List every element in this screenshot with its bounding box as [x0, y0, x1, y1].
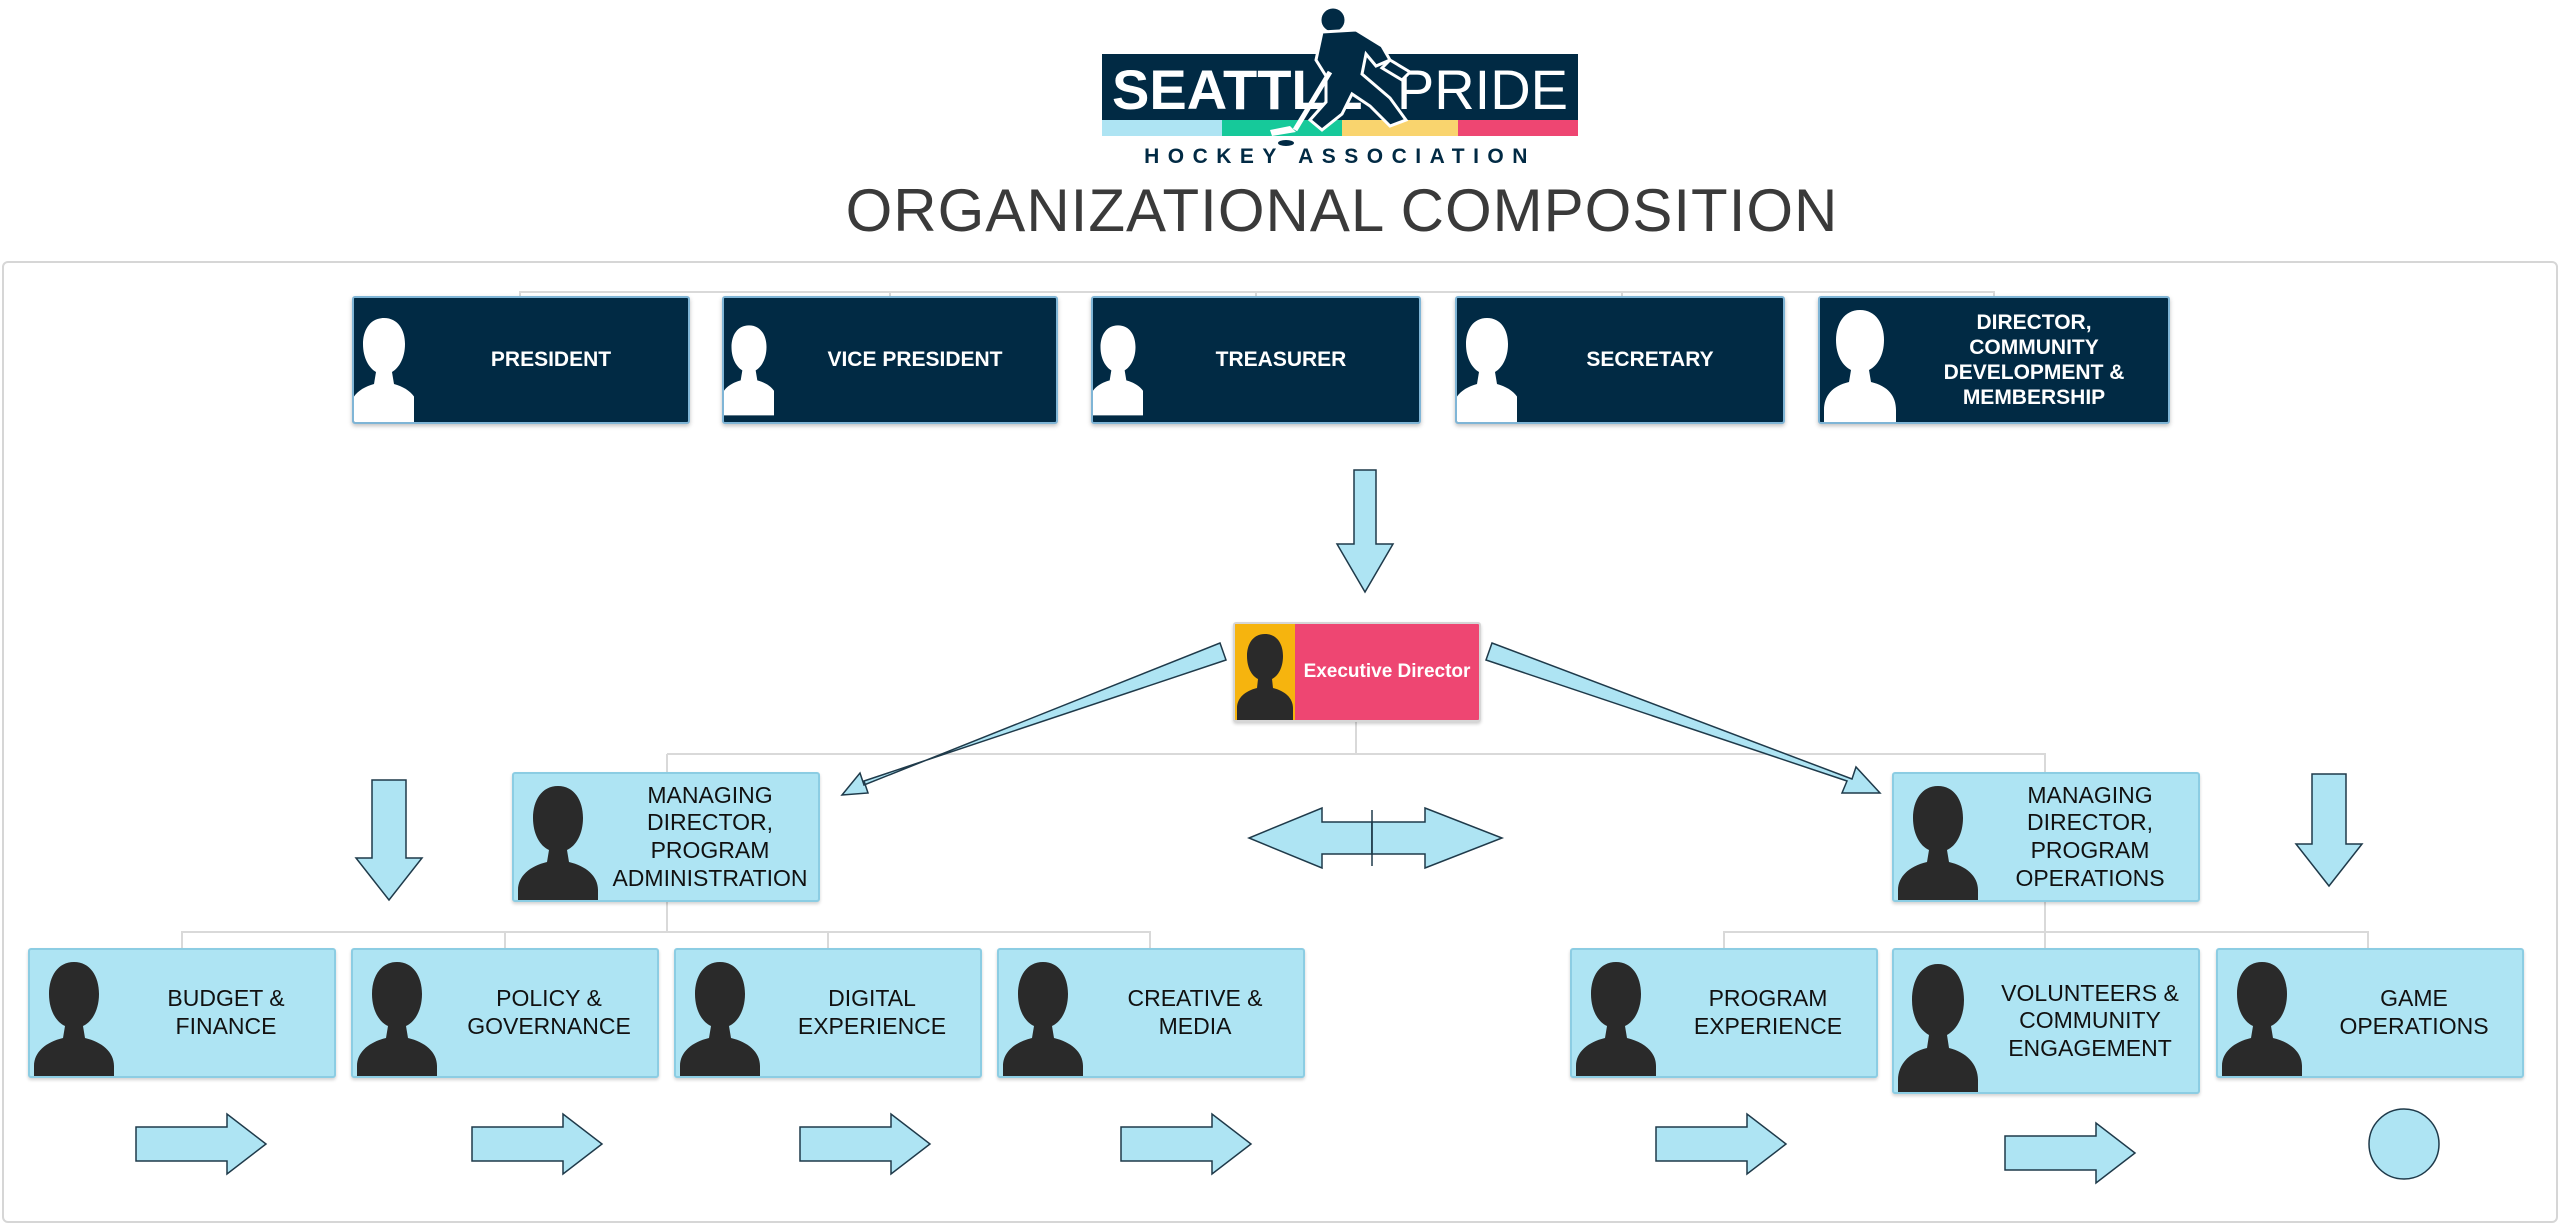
person-silhouette-icon: [30, 950, 118, 1076]
board-label: TREASURER: [1215, 348, 1347, 372]
executive-director-node[interactable]: Executive Director: [1233, 622, 1481, 722]
seattle-pride-logo: SEATTLE PRIDE HOCKEY ASSOCIATION: [1090, 2, 1590, 172]
person-silhouette-icon: [1235, 624, 1295, 720]
arrow-right-program: [1655, 1112, 1788, 1176]
board-label: PRESIDENT: [490, 348, 612, 372]
arrow-right-creative: [1120, 1112, 1253, 1176]
logo-subtitle: HOCKEY ASSOCIATION: [1144, 145, 1536, 168]
board-node-vice-president[interactable]: VICE PRESIDENT: [722, 296, 1058, 424]
person-silhouette-icon: [724, 298, 774, 422]
team-node-creative-media[interactable]: CREATIVE & MEDIA: [997, 948, 1305, 1078]
logo-word-pride: PRIDE: [1397, 58, 1568, 121]
board-node-president[interactable]: PRESIDENT: [352, 296, 690, 424]
person-silhouette-icon: [1093, 298, 1143, 422]
team-node-volunteers-community[interactable]: VOLUNTEERS & COMMUNITY ENGAGEMENT: [1892, 948, 2200, 1094]
arrow-exec-to-ops: [1485, 642, 1882, 794]
board-node-director-community[interactable]: DIRECTOR, COMMUNITY DEVELOPMENT & MEMBER…: [1818, 296, 2170, 424]
arrow-exec-to-admin: [840, 642, 1227, 796]
person-silhouette-icon: [999, 950, 1087, 1076]
board-label: VICE PRESIDENT: [827, 348, 1003, 372]
person-silhouette-icon: [353, 950, 441, 1076]
board-node-treasurer[interactable]: TREASURER: [1091, 296, 1421, 424]
team-label: CREATIVE & MEDIA: [1127, 985, 1263, 1039]
arrow-down-admin-side: [354, 779, 424, 902]
arrow-down-board-to-exec: [1335, 469, 1395, 594]
person-silhouette-icon: [1457, 298, 1517, 422]
team-node-game-operations[interactable]: GAME OPERATIONS: [2216, 948, 2524, 1078]
team-node-digital-experience[interactable]: DIGITAL EXPERIENCE: [674, 948, 982, 1078]
team-label: POLICY & GOVERNANCE: [467, 985, 631, 1039]
person-silhouette-icon: [354, 298, 414, 422]
person-silhouette-icon: [1894, 774, 1982, 900]
board-label: SECRETARY: [1586, 348, 1714, 372]
team-label: GAME OPERATIONS: [2339, 985, 2489, 1039]
managing-director-label: MANAGING DIRECTOR, PROGRAM OPERATIONS: [2015, 781, 2165, 891]
team-label: DIGITAL EXPERIENCE: [797, 985, 947, 1039]
team-node-budget-finance[interactable]: BUDGET & FINANCE: [28, 948, 336, 1078]
board-node-secretary[interactable]: SECRETARY: [1455, 296, 1785, 424]
team-label: PROGRAM EXPERIENCE: [1693, 985, 1843, 1039]
double-arrow-right: [1371, 806, 1505, 870]
team-node-program-experience[interactable]: PROGRAM EXPERIENCE: [1570, 948, 1878, 1078]
person-silhouette-icon: [676, 950, 764, 1076]
page-title: ORGANIZATIONAL COMPOSITION: [845, 177, 1839, 244]
hockey-player-icon: [1307, 5, 1413, 132]
board-label: DIRECTOR, COMMUNITY DEVELOPMENT & MEMBER…: [1943, 310, 2125, 410]
team-label: VOLUNTEERS & COMMUNITY ENGAGEMENT: [2001, 979, 2179, 1061]
tree-lines: [181, 291, 2369, 948]
arrow-right-digital: [799, 1112, 932, 1176]
arrow-right-policy: [471, 1112, 604, 1176]
executive-director-label: Executive Director: [1303, 660, 1471, 682]
arrow-right-budget: [135, 1112, 268, 1176]
person-silhouette-icon: [1820, 298, 1900, 422]
circle-shape-game-ops: [2368, 1108, 2440, 1180]
person-silhouette-icon: [2218, 950, 2306, 1076]
team-node-policy-governance[interactable]: POLICY & GOVERNANCE: [351, 948, 659, 1078]
managing-director-label: MANAGING DIRECTOR, PROGRAM ADMINISTRATIO…: [612, 781, 808, 891]
managing-director-admin-node[interactable]: MANAGING DIRECTOR, PROGRAM ADMINISTRATIO…: [512, 772, 820, 902]
arrow-down-ops-side: [2294, 773, 2364, 888]
double-arrow-left: [1247, 806, 1373, 870]
person-silhouette-icon: [1572, 950, 1660, 1076]
managing-director-ops-node[interactable]: MANAGING DIRECTOR, PROGRAM OPERATIONS: [1892, 772, 2200, 902]
person-silhouette-icon: [514, 774, 602, 900]
team-label: BUDGET & FINANCE: [167, 985, 285, 1039]
arrow-right-volunteers: [2004, 1121, 2137, 1185]
person-silhouette-icon: [1894, 950, 1982, 1092]
